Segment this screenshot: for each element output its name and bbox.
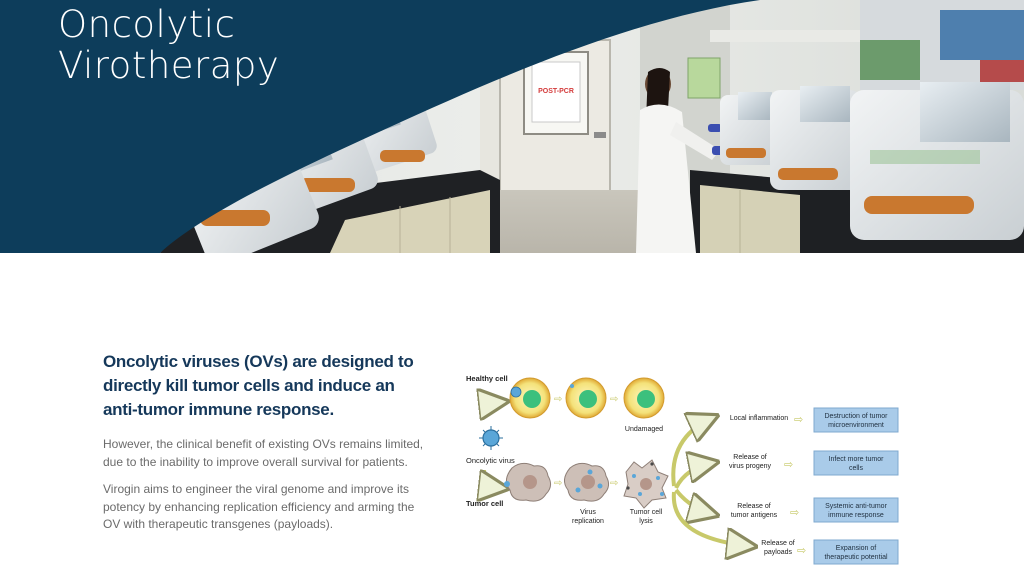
svg-text:cells: cells — [849, 465, 864, 472]
label-local-inflammation: Local inflammation — [730, 415, 788, 422]
title-line-2: Virotherapy — [58, 44, 280, 87]
svg-text:⇨: ⇨ — [790, 507, 799, 519]
healthy-cell-icon-2 — [565, 377, 607, 419]
healthy-cell-icon-3 — [623, 377, 665, 419]
label-release-antigens-2: tumor antigens — [731, 512, 778, 519]
label-healthy-cell: Healthy cell — [466, 374, 508, 383]
hero-banner: POST-PCR — [0, 0, 1024, 253]
outcome-box-2: Infect more tumor cells — [813, 450, 899, 476]
hero-sign-text: POST-PCR — [538, 88, 574, 95]
svg-text:Infect more tumor: Infect more tumor — [829, 456, 885, 463]
svg-text:⇨: ⇨ — [797, 545, 806, 557]
outcome-box-3: Systemic anti-tumor immune response — [813, 497, 899, 523]
outcome-box-1: Destruction of tumor microenvironment — [813, 407, 899, 433]
svg-text:Destruction of tumor: Destruction of tumor — [824, 413, 888, 420]
healthy-cell-icon — [509, 377, 551, 419]
outcome-box-4: Expansion of therapeutic potential — [813, 539, 899, 565]
intro-heading: Oncolytic viruses (OVs) are designed to … — [103, 352, 414, 419]
svg-text:⇨: ⇨ — [554, 394, 562, 405]
intro-section: Oncolytic viruses (OVs) are designed to … — [103, 350, 433, 534]
tumor-cell-icon — [504, 462, 552, 502]
svg-text:therapeutic potential: therapeutic potential — [824, 554, 887, 561]
svg-text:immune response: immune response — [828, 512, 884, 519]
svg-text:⇨: ⇨ — [784, 459, 793, 471]
label-tumor-cell: Tumor cell — [466, 499, 503, 508]
label-tumor-lysis-1: Tumor cell — [630, 509, 663, 516]
label-release-payloads-1: Release of — [761, 540, 795, 547]
label-undamaged: Undamaged — [625, 426, 663, 433]
label-tumor-lysis-2: lysis — [639, 518, 653, 525]
label-release-progeny-1: Release of — [733, 454, 767, 461]
svg-text:Expansion of: Expansion of — [836, 545, 877, 552]
label-virus-replication-1: Virus — [580, 509, 596, 516]
label-virus-replication-2: replication — [572, 518, 604, 525]
page-title: Oncolytic Virotherapy — [58, 4, 279, 86]
label-release-antigens-1: Release of — [737, 503, 771, 510]
lysed-tumor-cell-icon — [623, 459, 669, 509]
label-release-progeny-2: virus progeny — [729, 463, 772, 470]
svg-text:Systemic anti-tumor: Systemic anti-tumor — [825, 503, 888, 510]
intro-paragraph-2: Virogin aims to engineer the viral genom… — [103, 482, 415, 531]
title-line-1: Oncolytic — [58, 3, 236, 46]
intro-paragraph-1: However, the clinical benefit of existin… — [103, 437, 424, 469]
svg-text:⇨: ⇨ — [610, 394, 618, 405]
svg-text:⇨: ⇨ — [794, 414, 803, 426]
svg-text:⇨: ⇨ — [554, 478, 562, 489]
hero-navy-overlay — [0, 0, 760, 253]
svg-text:microenvironment: microenvironment — [828, 422, 884, 429]
svg-text:⇨: ⇨ — [610, 478, 618, 489]
lab-photo: POST-PCR — [0, 0, 1024, 253]
virus-icon — [479, 426, 503, 450]
label-oncolytic-virus: Oncolytic virus — [466, 456, 515, 465]
tumor-cell-icon-2 — [564, 462, 610, 502]
label-release-payloads-2: payloads — [764, 549, 793, 556]
mechanism-diagram: Healthy cell Oncolytic virus Tumor cell … — [466, 374, 899, 565]
